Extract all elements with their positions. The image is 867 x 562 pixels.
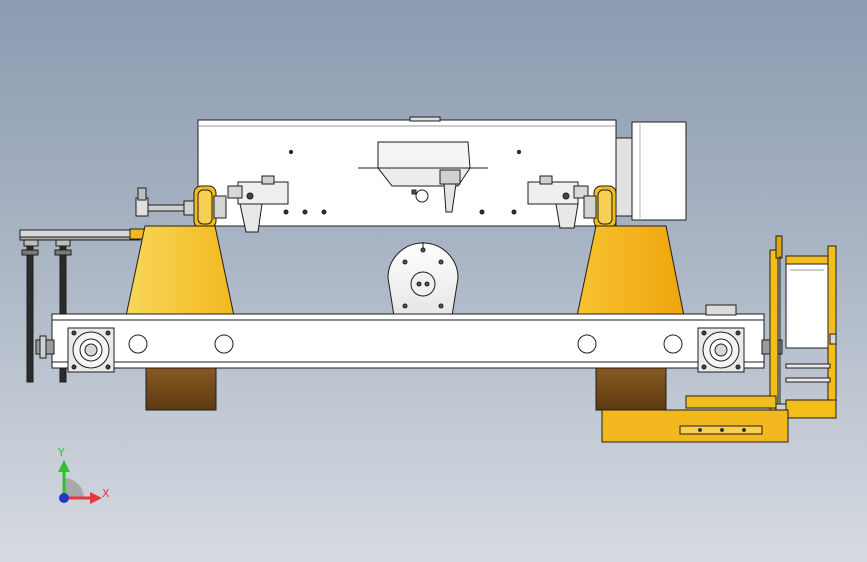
- right-bearing: [697, 327, 745, 373]
- right-support: [576, 225, 685, 317]
- left-foot: [145, 365, 217, 411]
- coordinate-triad: Y X: [57, 446, 110, 504]
- bearing-stand: [705, 304, 737, 316]
- right-foot: [595, 365, 667, 411]
- left-bearing: [67, 327, 115, 373]
- roller-right: [583, 185, 617, 229]
- y-axis-label: Y: [57, 446, 65, 459]
- main-beam: [51, 313, 765, 369]
- x-axis-label: X: [102, 487, 110, 500]
- drive-motor: [615, 121, 687, 221]
- upper-carriage: [197, 116, 617, 233]
- roller-left: [193, 185, 227, 229]
- left-shaft: [35, 335, 55, 359]
- clamp-screw: [135, 187, 197, 217]
- left-support: [125, 225, 235, 317]
- right-frame: [769, 235, 837, 419]
- right-base: [601, 395, 789, 443]
- center-pulley: [387, 242, 459, 317]
